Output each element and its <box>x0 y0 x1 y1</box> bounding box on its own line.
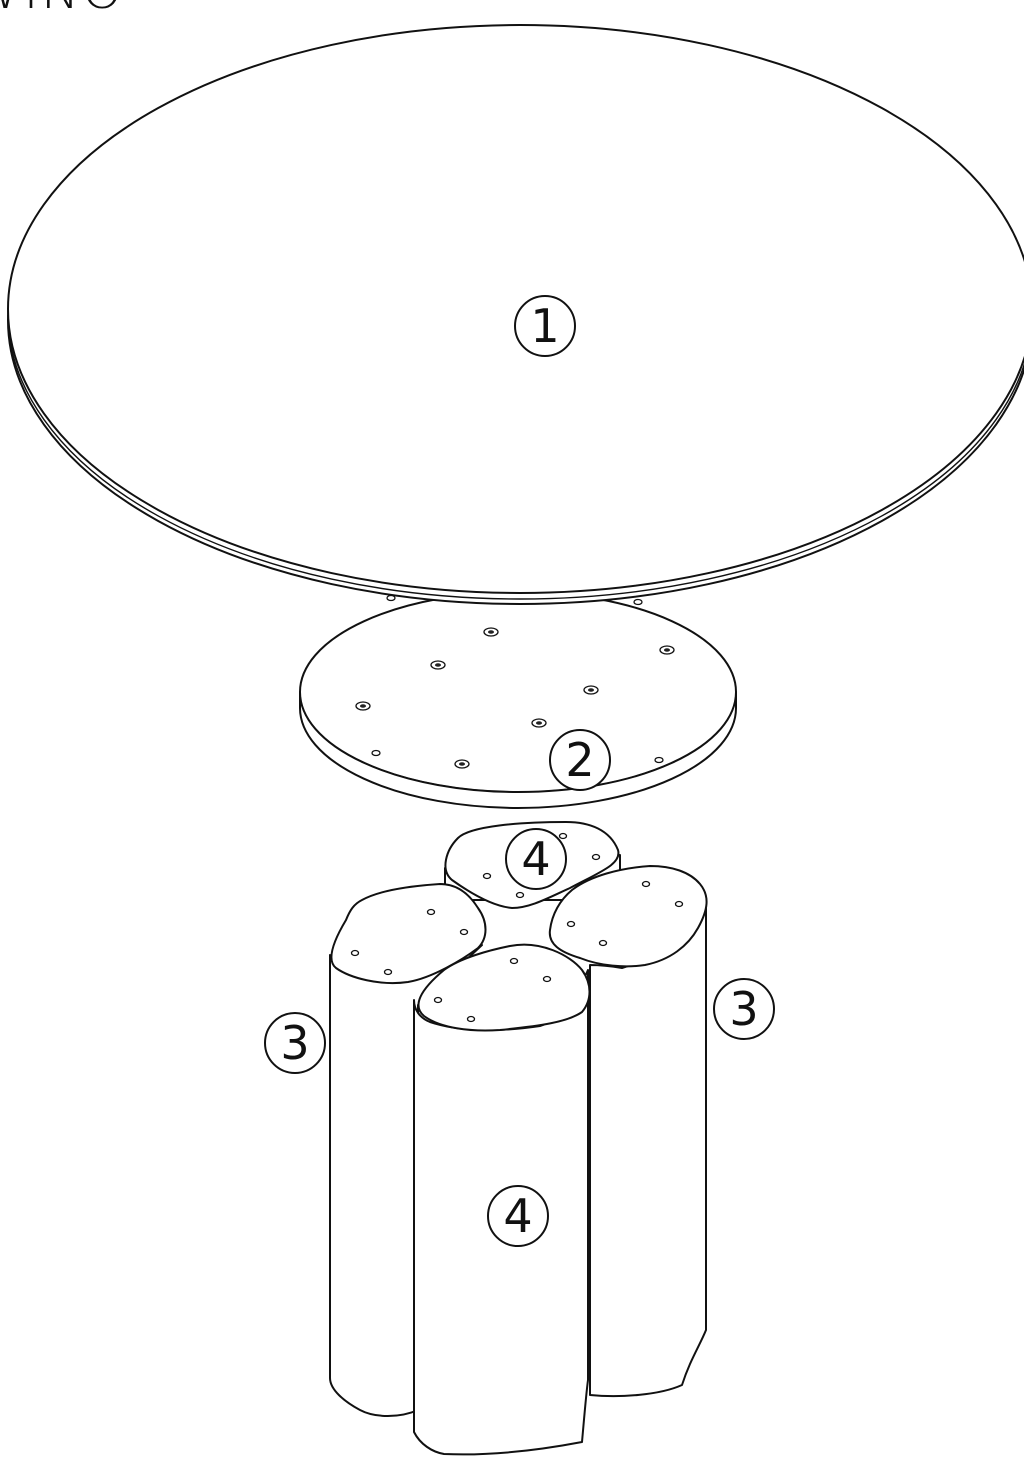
callout-1: 1 <box>514 295 576 357</box>
leg-front-top <box>417 943 591 1032</box>
leg-hole <box>566 920 576 928</box>
callout-3-left: 3 <box>264 1012 326 1074</box>
leg-hole <box>641 880 651 888</box>
leg-hole <box>426 908 436 916</box>
leg-hole <box>459 928 469 936</box>
leg-right-body <box>589 899 707 1398</box>
mounting-plate-holes <box>355 594 675 769</box>
callout-circle <box>505 828 567 890</box>
mounting-plate <box>299 591 737 809</box>
leg-hole <box>558 832 568 840</box>
callout-3-right: 3 <box>713 978 775 1040</box>
leg-hole <box>591 853 601 861</box>
leg-hole <box>598 939 608 947</box>
callout-2: 2 <box>549 729 611 791</box>
leg-hole <box>433 996 443 1004</box>
callout-circle <box>264 1012 326 1074</box>
leg-right-top <box>548 865 708 968</box>
leg-hole <box>383 968 393 976</box>
drawing-title: WINO <box>0 0 125 21</box>
callout-label: 1 <box>530 299 559 353</box>
leg-hole <box>350 949 360 957</box>
leg-hole <box>482 872 492 880</box>
plate-hole <box>371 749 381 757</box>
mounting-plate-top <box>299 591 737 793</box>
callout-label: 3 <box>729 982 758 1036</box>
plate-hole <box>633 598 643 606</box>
leg-hole <box>466 1015 476 1023</box>
leg-hole <box>674 900 684 908</box>
leg-left <box>329 883 487 1417</box>
callout-label: 2 <box>565 733 594 787</box>
leg-right <box>548 865 708 1398</box>
leg-hole <box>515 891 525 899</box>
callout-circle <box>549 729 611 791</box>
callout-label: 4 <box>503 1189 532 1243</box>
callout-4-back: 4 <box>505 828 567 890</box>
callout-circle <box>487 1185 549 1247</box>
callout-label: 4 <box>521 832 550 886</box>
callout-circle <box>514 295 576 357</box>
tabletop-surface <box>7 24 1024 594</box>
callout-4-front: 4 <box>487 1185 549 1247</box>
leg-hole <box>542 975 552 983</box>
leg-hole <box>509 957 519 965</box>
tabletop <box>7 24 1024 605</box>
plate-hole <box>654 756 664 764</box>
callout-label: 3 <box>280 1016 309 1070</box>
callout-circle <box>713 978 775 1040</box>
